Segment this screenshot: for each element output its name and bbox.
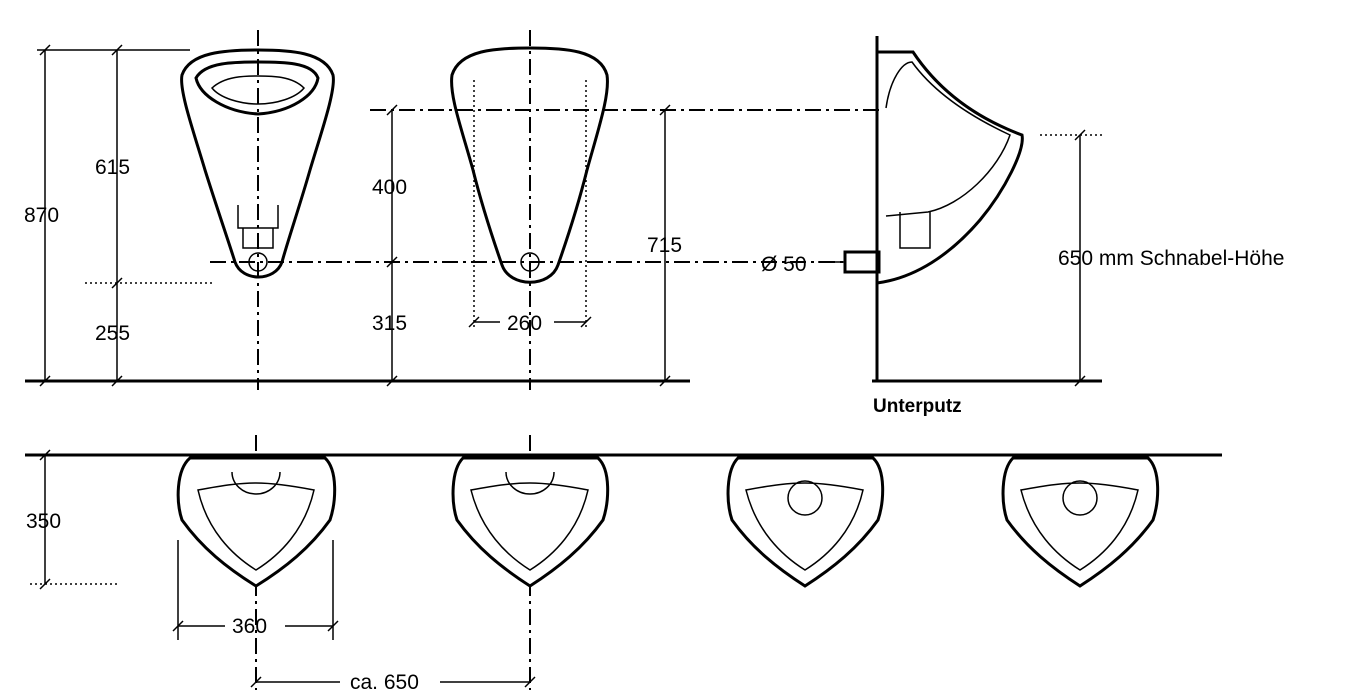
urinal-top-view-1 (176, 456, 337, 588)
dim-inlet-height: 715 (647, 234, 682, 257)
urinal-top-view-3 (726, 456, 885, 588)
dim-spacing: ca. 650 (350, 671, 419, 692)
dim-outlet-height: 315 (372, 312, 407, 335)
dim-back-width: 260 (507, 312, 542, 335)
dim-total-height: 870 (24, 204, 59, 227)
urinal-top-view-4 (1001, 456, 1160, 588)
label-concealed: Unterputz (873, 396, 962, 417)
dim-width: 360 (232, 615, 267, 638)
urinal-back-view (450, 46, 609, 284)
dim-floor-to-outlet: 255 (95, 322, 130, 345)
dim-outlet-diameter: Ø 50 (761, 253, 807, 276)
dimension-lines (39, 44, 1086, 688)
urinal-side-view (843, 50, 1024, 285)
dim-lip-height: 650 mm Schnabel-Höhe (1058, 247, 1284, 270)
urinal-top-view-2 (451, 456, 610, 588)
dim-depth: 350 (26, 510, 61, 533)
dim-inlet-to-outlet: 400 (372, 176, 407, 199)
dim-bowl-height: 615 (95, 156, 130, 179)
back-view-mount-lines (473, 80, 587, 330)
